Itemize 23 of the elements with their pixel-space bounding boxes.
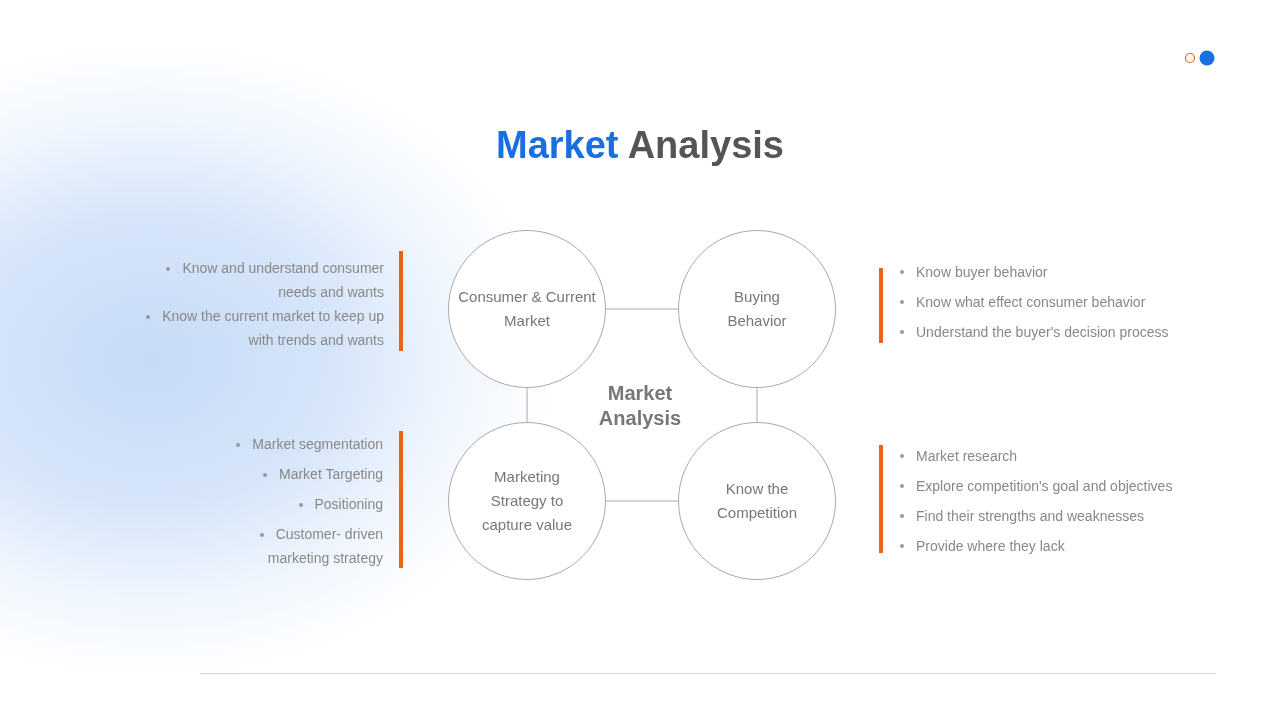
connector-line bbox=[526, 387, 528, 423]
node-label: Buying Behavior bbox=[726, 287, 788, 331]
node-label: Know the Competition bbox=[715, 479, 798, 523]
bullet-item: Find their strengths and weaknesses bbox=[898, 504, 1218, 528]
bullet-item: Know what effect consumer behavior bbox=[898, 290, 1218, 314]
connector-line bbox=[605, 308, 679, 310]
bullet-item: Positioning bbox=[200, 492, 383, 516]
bullet-item: Understand the buyer's decision process bbox=[898, 320, 1218, 344]
node-label: Consumer & Current Market bbox=[457, 287, 597, 331]
bullet-item: Customer- driven marketing strategy bbox=[200, 522, 383, 570]
center-label: Market Analysis bbox=[597, 381, 683, 431]
bullet-item: Explore competition's goal and objectives bbox=[898, 474, 1218, 498]
bullet-item: Market segmentation bbox=[200, 432, 383, 456]
connector-line bbox=[605, 500, 679, 502]
node-label: Marketing Strategy to capture value bbox=[480, 467, 574, 535]
bullet-item: Provide where they lack bbox=[898, 534, 1218, 558]
bullet-item: Market Targeting bbox=[200, 462, 383, 486]
bullet-item: Market research bbox=[898, 444, 1218, 468]
bullet-item: Know the current market to keep up with trends and wants bbox=[140, 304, 384, 352]
bullet-item: Know buyer behavior bbox=[898, 260, 1218, 284]
bullet-item: Know and understand consumer needs and wants bbox=[140, 256, 384, 304]
connector-line bbox=[756, 387, 758, 423]
title: Market Analysis bbox=[495, 124, 785, 167]
